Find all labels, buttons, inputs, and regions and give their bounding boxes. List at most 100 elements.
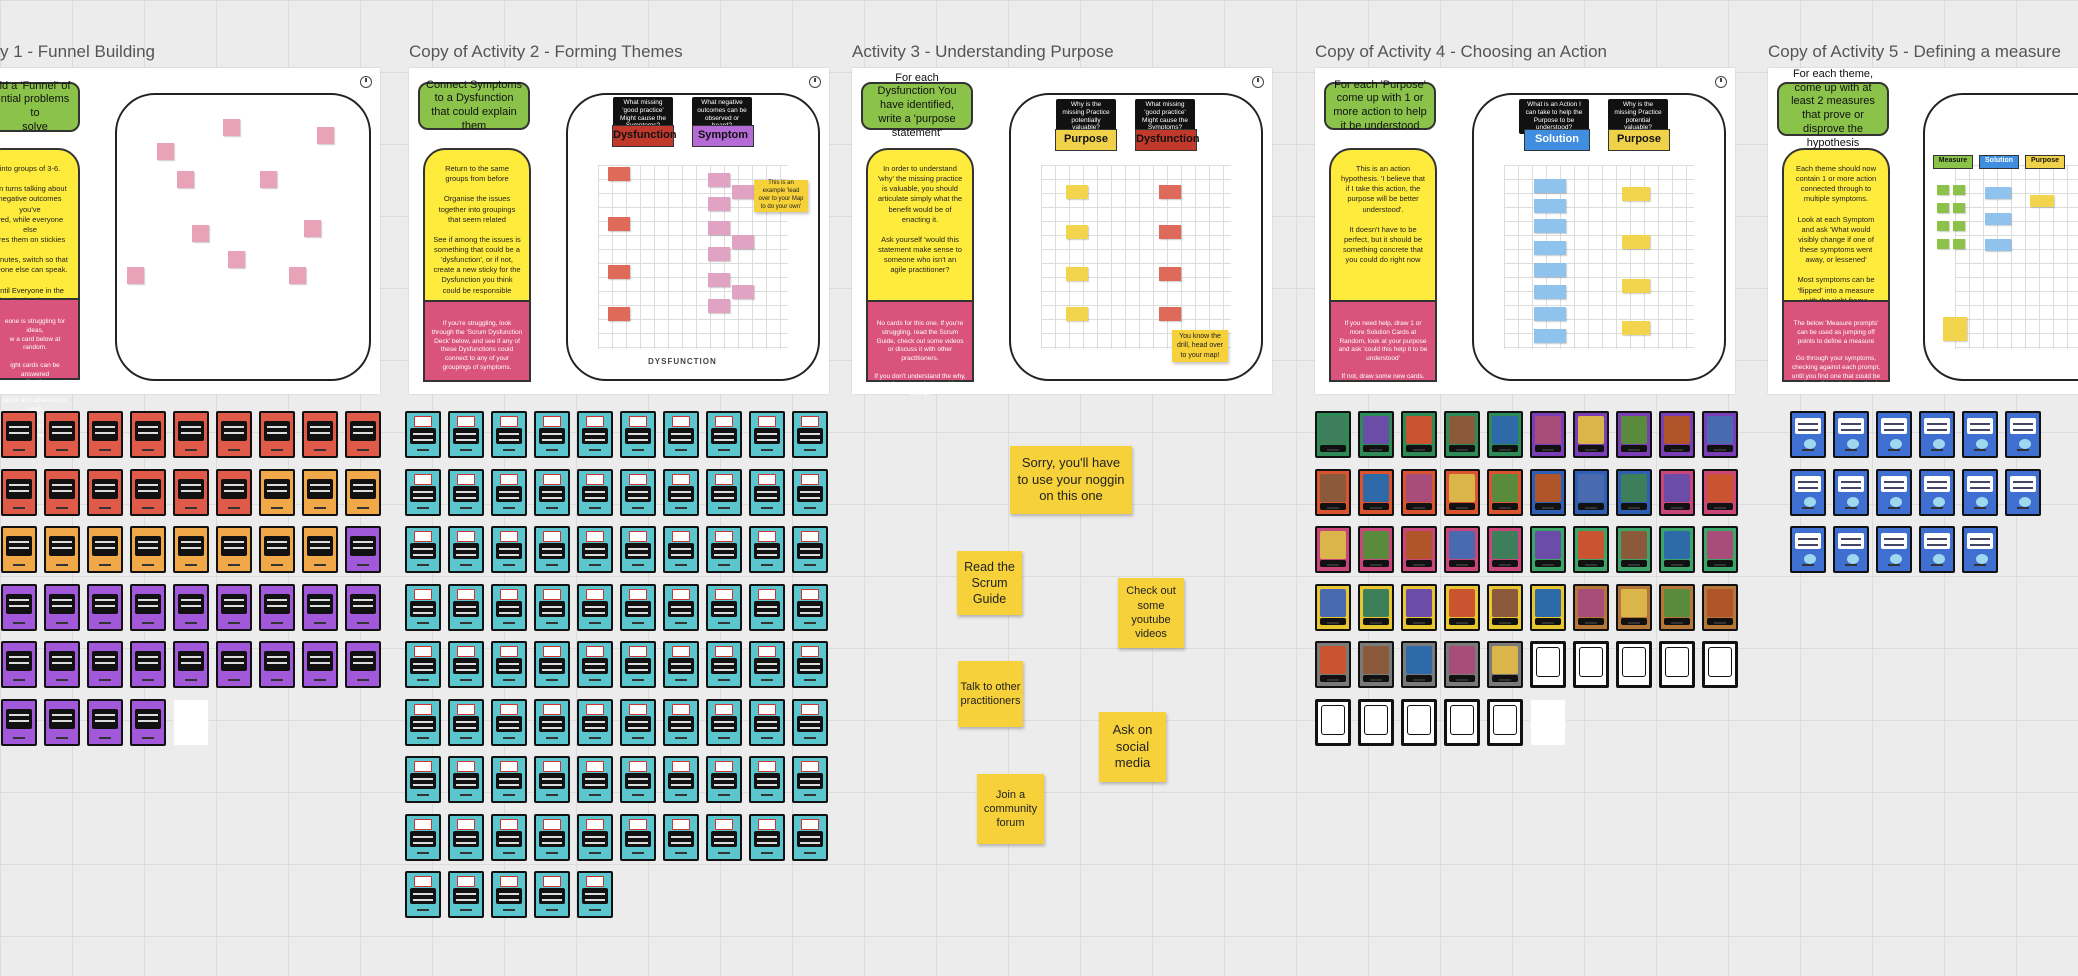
timer-icon[interactable] (1715, 76, 1727, 88)
deck-card[interactable] (1573, 641, 1609, 688)
deck-card[interactable] (1530, 411, 1566, 458)
deck-card[interactable] (663, 641, 699, 688)
deck-card[interactable] (44, 583, 80, 631)
example-note[interactable]: This is an example 'lead over to your Ma… (754, 180, 808, 212)
map-sticky[interactable] (1953, 239, 1965, 249)
deck-card[interactable] (1315, 641, 1351, 688)
deck-card[interactable] (1401, 526, 1437, 573)
deck-card[interactable] (663, 583, 699, 631)
deck-card[interactable] (448, 468, 484, 516)
deck-card[interactable] (1616, 468, 1652, 516)
deck-card[interactable] (1401, 698, 1437, 746)
map-sticky[interactable] (1937, 203, 1949, 213)
deck-card[interactable] (173, 411, 209, 458)
deck-card[interactable] (491, 813, 527, 861)
deck-card[interactable] (749, 583, 785, 631)
deck-card[interactable] (1962, 526, 1998, 573)
deck-card[interactable] (1487, 468, 1523, 516)
deck-card[interactable] (130, 583, 166, 631)
deck-card[interactable] (620, 526, 656, 573)
deck-card[interactable] (1444, 526, 1480, 573)
map-sticky[interactable] (1937, 239, 1949, 249)
deck-card[interactable] (448, 871, 484, 918)
map-sticky[interactable] (1534, 199, 1566, 213)
deck-card[interactable] (302, 641, 338, 688)
deck-card[interactable] (706, 756, 742, 803)
map-sticky[interactable] (1953, 185, 1965, 195)
map-sticky[interactable] (608, 167, 630, 181)
deck-card[interactable] (448, 641, 484, 688)
deck-card[interactable] (1358, 411, 1394, 458)
deck-card[interactable] (577, 641, 613, 688)
deck-card[interactable] (1, 468, 37, 516)
deck-card[interactable] (491, 698, 527, 746)
sticky-noggin[interactable]: Sorry, you'll have to use your noggin on… (1010, 446, 1132, 514)
deck-card[interactable] (577, 411, 613, 458)
deck-card[interactable] (1876, 468, 1912, 516)
deck-card[interactable] (1, 698, 37, 746)
sticky-practitioners[interactable]: Talk to other practitioners (958, 661, 1023, 727)
deck-card[interactable] (1702, 641, 1738, 688)
deck-card[interactable] (1659, 468, 1695, 516)
map-sticky[interactable] (1937, 185, 1949, 195)
map-sticky[interactable] (708, 299, 730, 313)
deck-card[interactable] (130, 468, 166, 516)
deck-card[interactable] (749, 526, 785, 573)
deck-card[interactable] (302, 411, 338, 458)
deck-card[interactable] (1444, 411, 1480, 458)
deck-card[interactable] (792, 698, 828, 746)
deck-card[interactable] (1, 411, 37, 458)
deck-card[interactable] (44, 526, 80, 573)
deck-card[interactable] (345, 583, 381, 631)
deck-card[interactable] (620, 411, 656, 458)
deck-card[interactable] (663, 813, 699, 861)
sticky-community-forum[interactable]: Join a community forum (977, 774, 1044, 844)
deck-card[interactable] (173, 641, 209, 688)
deck-card[interactable] (302, 468, 338, 516)
funnel-canvas[interactable] (115, 93, 371, 381)
activity-5-frame[interactable]: For each theme, come up with at least 2 … (1768, 68, 2078, 394)
deck-card[interactable] (87, 698, 123, 746)
map-sticky[interactable] (1985, 239, 2011, 251)
pink-sticky-note[interactable] (260, 171, 277, 188)
deck-card[interactable] (1573, 468, 1609, 516)
deck-card[interactable] (534, 641, 570, 688)
map-sticky[interactable] (1534, 219, 1566, 233)
deck-card[interactable] (1530, 583, 1566, 631)
deck-card[interactable] (130, 526, 166, 573)
deck-card[interactable] (663, 468, 699, 516)
pink-sticky-note[interactable] (127, 267, 144, 284)
sticky-social-media[interactable]: Ask on social media (1099, 712, 1166, 782)
deck-card[interactable] (405, 526, 441, 573)
timer-icon[interactable] (1252, 76, 1264, 88)
map-sticky[interactable] (708, 247, 730, 261)
map-sticky[interactable] (1066, 185, 1088, 199)
deck-card[interactable] (792, 813, 828, 861)
sticky-scrum-guide[interactable]: Read the Scrum Guide (957, 551, 1022, 615)
deck-card[interactable] (491, 756, 527, 803)
deck-card[interactable] (1358, 583, 1394, 631)
deck-card[interactable] (1315, 411, 1351, 458)
deck-card[interactable] (1919, 468, 1955, 516)
measure-map-canvas[interactable]: Measure Solution Purpose (1923, 93, 2078, 381)
deck-card[interactable] (130, 698, 166, 746)
deck-card[interactable] (44, 698, 80, 746)
deck-card[interactable] (1315, 583, 1351, 631)
deck-card[interactable] (749, 756, 785, 803)
deck-card[interactable] (1833, 468, 1869, 516)
map-sticky[interactable] (1622, 279, 1650, 293)
deck-card[interactable] (173, 698, 209, 746)
deck-card[interactable] (663, 698, 699, 746)
map-sticky[interactable] (1534, 307, 1566, 321)
deck-card[interactable] (792, 641, 828, 688)
deck-card[interactable] (1702, 411, 1738, 458)
frame-title-activity-5[interactable]: Copy of Activity 5 - Defining a measure (1768, 42, 2061, 61)
timer-icon[interactable] (360, 76, 372, 88)
deck-card[interactable] (448, 813, 484, 861)
deck-card[interactable] (302, 583, 338, 631)
deck-card[interactable] (1315, 698, 1351, 746)
map-reminder-note[interactable]: You know the drill, head over to your ma… (1172, 330, 1228, 362)
deck-card[interactable] (663, 526, 699, 573)
activity-1-frame[interactable]: ld a 'Funnel' of ntial problems to solve… (0, 68, 380, 439)
deck-card[interactable] (577, 813, 613, 861)
